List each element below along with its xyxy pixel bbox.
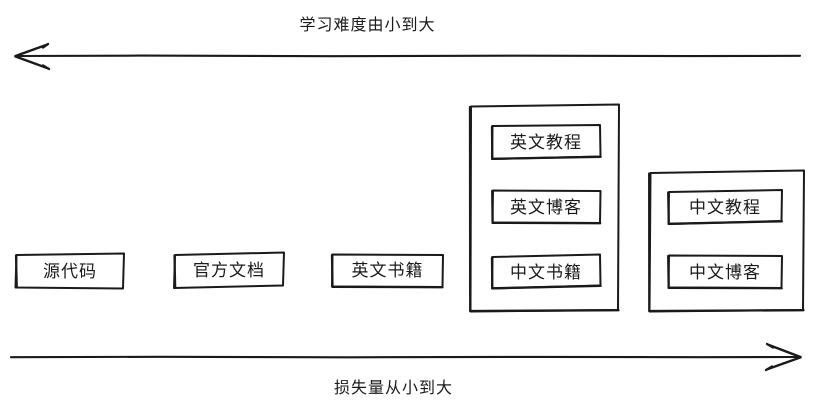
node-english-tutorial[interactable]: 英文教程 (490, 123, 602, 161)
node-label: 官方文档 (193, 260, 265, 280)
node-chinese-books[interactable]: 中文书籍 (490, 253, 602, 291)
node-chinese-blog[interactable]: 中文博客 (666, 253, 784, 291)
node-label: 中文教程 (689, 197, 761, 217)
node-english-books[interactable]: 英文书籍 (330, 252, 445, 289)
arrow-left-icon (14, 42, 802, 71)
bottom-axis-label: 损失量从小到大 (333, 380, 453, 397)
node-source-code[interactable]: 源代码 (14, 252, 126, 290)
node-label: 英文书籍 (351, 261, 424, 280)
node-label: 中文博客 (689, 262, 761, 282)
node-label: 英文教程 (510, 132, 582, 152)
node-label: 中文书籍 (510, 262, 582, 282)
node-label: 源代码 (43, 261, 97, 281)
node-official-docs[interactable]: 官方文档 (172, 251, 286, 289)
arrow-right-icon (9, 342, 802, 372)
node-chinese-tutorial[interactable]: 中文教程 (666, 188, 784, 226)
node-label: 英文博客 (510, 197, 582, 217)
node-english-blog[interactable]: 英文博客 (490, 188, 602, 226)
top-axis-label: 学习难度由小到大 (299, 17, 436, 34)
